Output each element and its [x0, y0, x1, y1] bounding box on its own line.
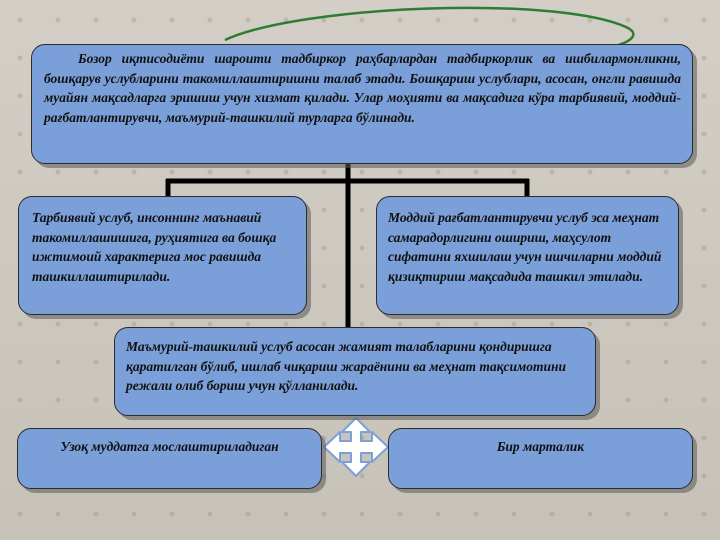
educational-method-text: Тарбиявий услуб, инсоннинг маънавий тако…	[32, 210, 277, 284]
intro-box: Бозор иқтисодиёти шароити тадбиркор раҳб…	[31, 44, 693, 164]
one-time-box: Бир марталик	[388, 428, 693, 489]
material-incentive-method-box: Моддий рағбатлантирувчи услуб эса меҳнат…	[376, 196, 679, 315]
long-term-text: Узоқ муддатга мослаштириладиган	[60, 439, 279, 454]
material-incentive-method-text: Моддий рағбатлантирувчи услуб эса меҳнат…	[388, 210, 662, 284]
one-time-text: Бир марталик	[496, 439, 585, 454]
administrative-method-text: Маъмурий-ташкилий услуб асосан жамият та…	[126, 339, 566, 393]
administrative-method-box: Маъмурий-ташкилий услуб асосан жамият та…	[114, 327, 596, 416]
long-term-box: Узоқ муддатга мослаштириладиган	[17, 428, 322, 489]
educational-method-box: Тарбиявий услуб, инсоннинг маънавий тако…	[18, 196, 307, 315]
four-way-arrow-icon	[323, 417, 389, 477]
intro-text: Бозор иқтисодиёти шароити тадбиркор раҳб…	[44, 51, 681, 125]
